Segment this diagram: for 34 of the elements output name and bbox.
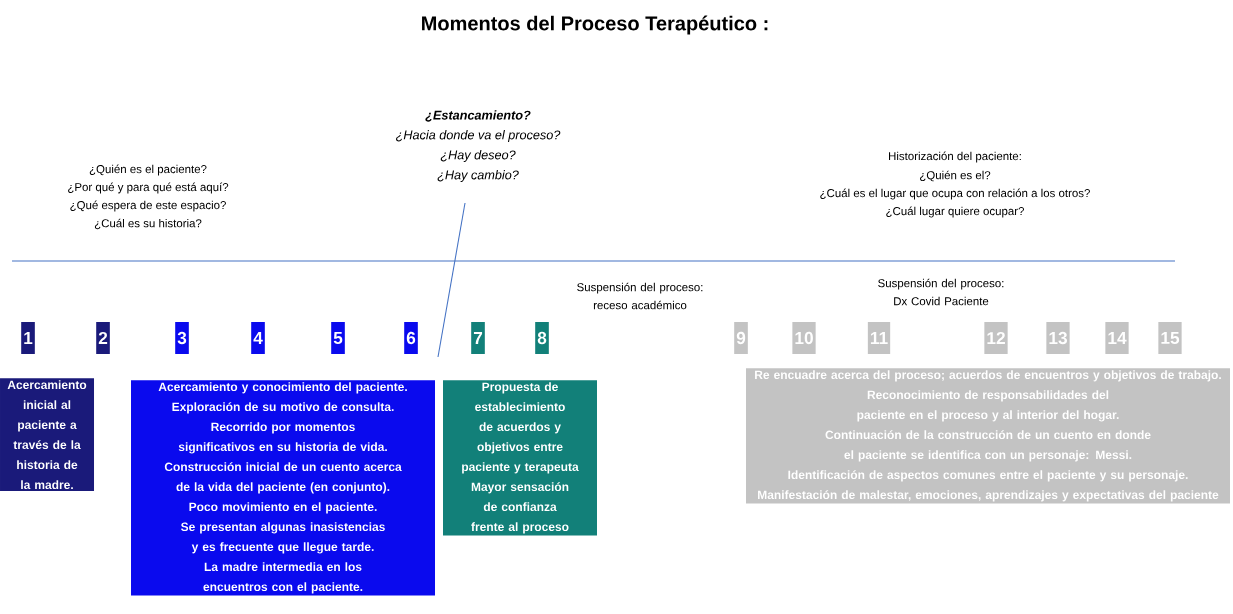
step-number: 5 (331, 322, 345, 354)
step-number: 1 (21, 322, 35, 354)
question-text: ¿Hay deseo? (440, 150, 516, 162)
description-box: Re encuadre acerca del proceso; acuerdos de encuentros y objetivos de trabajo. Reconocimiento de responsabilidades del paciente en el proceso y al interior del hogar. Continuación de la construcción de un cuento en donde el paciente se identifica con un personaje: Messi. Identificación de aspectos comunes entre el paciente y su personaje. Manifestación de malestar, emociones, aprendizajes y expectativas del paciente (746, 368, 1230, 504)
question-text: ¿Por qué y para qué está aquí? (68, 182, 229, 194)
question-text: Suspensión del proceso: receso académico (577, 282, 703, 310)
step-number: 7 (471, 322, 485, 354)
step-number: 13 (1046, 322, 1070, 354)
description-box: Propuesta de establecimiento de acuerdos y objetivos entre paciente y terapeuta Mayor sensación de confianza frente al proceso (443, 380, 597, 536)
question-text: Suspensión del proceso: Dx Covid Paciente (878, 278, 1004, 306)
question-text: ¿Hay cambio? (437, 170, 519, 182)
step-number: 14 (1105, 322, 1129, 354)
question-text: Historización del paciente: (889, 151, 1021, 163)
question-text: ¿Qué espera de este espacio? (70, 200, 226, 212)
question-text: ¿Cuál es su historia? (94, 218, 202, 230)
step-number: 3 (175, 322, 189, 354)
step-number: 11 (867, 322, 891, 354)
step-number: 4 (251, 322, 265, 354)
step-number: 12 (984, 322, 1008, 354)
step-number: 8 (535, 322, 549, 354)
step-number: 10 (792, 322, 816, 354)
question-text: ¿Quién es el paciente? (89, 164, 207, 176)
question-text: ¿Estancamiento? (425, 110, 531, 122)
description-box: Acercamiento inicial al paciente a través de la historia de la madre. (0, 378, 94, 492)
question-text: ¿Hacia donde va el proceso? (396, 130, 561, 142)
step-number: 15 (1158, 322, 1182, 354)
question-text: ¿Quién es el? (920, 170, 991, 182)
step-number: 9 (734, 322, 748, 354)
question-text: ¿Cuál lugar quiere ocupar? (886, 206, 1024, 218)
title: Momentos del Proceso Terapéutico : (422, 15, 768, 35)
description-box: Acercamiento y conocimiento del paciente. Exploración de su motivo de consulta. Recorrido por momentos significativos en su historia de vida. Construcción inicial de un cuento acerca de la vida del paciente (en conjunto). Poco movimiento en el paciente. Se presentan algunas inasistencias y es frecuente que llegue tarde. La madre intermedia en los encuentros con el paciente. (131, 380, 435, 596)
question-text: ¿Cuál es el lugar que ocupa con relación a los otros? (820, 188, 1090, 200)
step-number: 2 (96, 322, 110, 354)
step-number: 6 (404, 322, 418, 354)
